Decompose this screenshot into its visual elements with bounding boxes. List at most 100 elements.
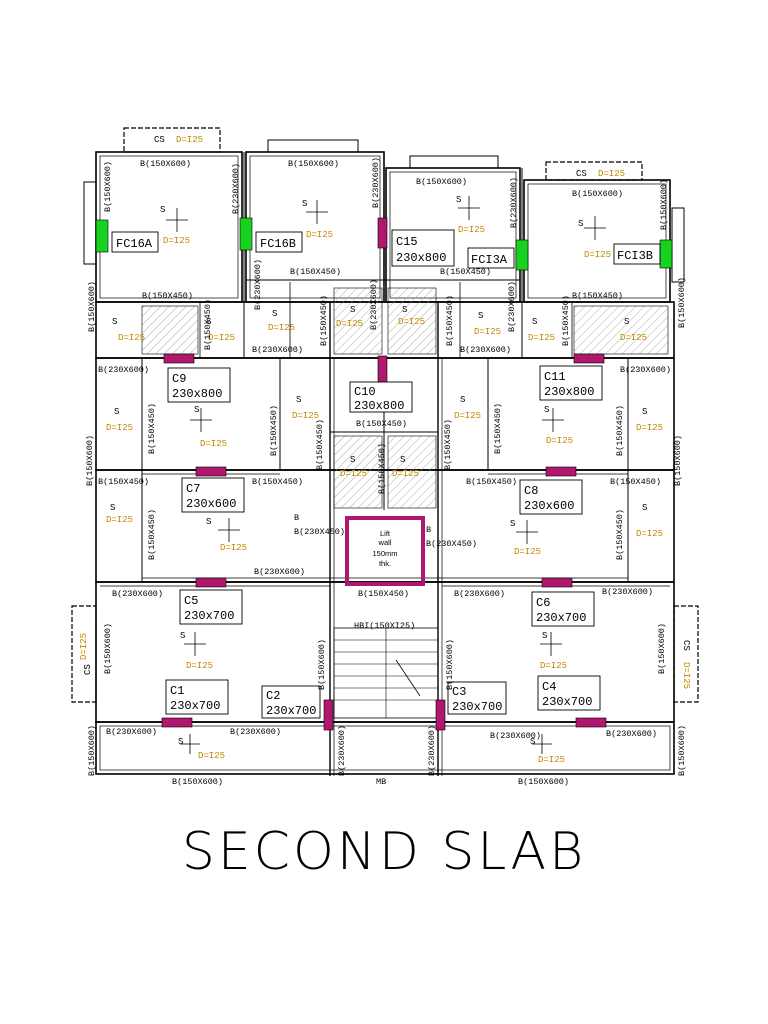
svg-text:230x600: 230x600 — [524, 499, 574, 513]
svg-text:B(150X450): B(150X450) — [147, 403, 157, 454]
svg-text:150mm: 150mm — [372, 549, 397, 558]
svg-text:B(230X450): B(230X450) — [294, 527, 345, 537]
svg-text:D=I25: D=I25 — [392, 469, 419, 479]
svg-text:D=I25: D=I25 — [474, 327, 501, 337]
svg-text:S: S — [206, 517, 211, 527]
svg-text:B(230X600): B(230X600) — [231, 163, 241, 214]
svg-text:B(230X600): B(230X600) — [112, 589, 163, 599]
svg-text:C9: C9 — [172, 372, 186, 386]
svg-text:B(230X600): B(230X600) — [254, 567, 305, 577]
svg-text:MB: MB — [376, 777, 386, 787]
svg-text:D=I25: D=I25 — [118, 333, 145, 343]
svg-text:B(150X600): B(150X600) — [416, 177, 467, 187]
svg-text:C2: C2 — [266, 689, 280, 703]
svg-text:S: S — [302, 199, 307, 209]
svg-text:S: S — [478, 311, 483, 321]
svg-text:D=I25: D=I25 — [268, 323, 295, 333]
svg-text:D=I25: D=I25 — [620, 333, 647, 343]
svg-text:S: S — [642, 503, 647, 513]
svg-text:B: B — [294, 513, 299, 523]
svg-text:HBI(150XI25): HBI(150XI25) — [354, 621, 415, 631]
svg-text:230x800: 230x800 — [172, 387, 222, 401]
svg-text:B(150X600): B(150X600) — [659, 179, 669, 230]
svg-text:D=I25: D=I25 — [636, 529, 663, 539]
svg-text:B(150X450): B(150X450) — [358, 589, 409, 599]
svg-text:B(150X450): B(150X450) — [615, 509, 625, 560]
svg-text:B(150X450): B(150X450) — [615, 405, 625, 456]
svg-text:S: S — [178, 737, 183, 747]
svg-text:B(150X600): B(150X600) — [103, 623, 113, 674]
svg-text:B(150X450): B(150X450) — [572, 291, 623, 301]
svg-text:D=I25: D=I25 — [200, 439, 227, 449]
svg-text:B(150X450): B(150X450) — [445, 295, 455, 346]
label-boxes — [111, 229, 661, 719]
svg-text:D=I25: D=I25 — [636, 423, 663, 433]
slab-s-labels: S S S S S S S S S S S S S S S S S S S S … — [110, 195, 647, 747]
svg-text:S: S — [544, 405, 549, 415]
svg-text:B(150X450): B(150X450) — [493, 403, 503, 454]
svg-text:Lift: Lift — [380, 529, 391, 538]
svg-text:D=I25: D=I25 — [208, 333, 235, 343]
svg-text:B(150X600): B(150X600) — [172, 777, 223, 787]
svg-text:D=I25: D=I25 — [398, 317, 425, 327]
svg-text:B(230X600): B(230X600) — [252, 345, 303, 355]
svg-text:B(150X600): B(150X600) — [87, 725, 97, 776]
svg-text:B(150X600): B(150X600) — [572, 189, 623, 199]
svg-text:B(150X450): B(150X450) — [252, 477, 303, 487]
svg-text:FC16A: FC16A — [116, 237, 153, 251]
svg-text:C11: C11 — [544, 370, 566, 384]
svg-text:B(150X450): B(150X450) — [203, 299, 213, 350]
svg-text:S: S — [160, 205, 165, 215]
cs-label: CS — [576, 169, 587, 179]
cs-label: CS — [83, 664, 93, 675]
svg-text:230x800: 230x800 — [544, 385, 594, 399]
svg-text:B(230X600): B(230X600) — [337, 725, 347, 776]
svg-text:D=I25: D=I25 — [198, 751, 225, 761]
svg-text:B(230X600): B(230X600) — [427, 725, 437, 776]
svg-text:D=I25: D=I25 — [340, 469, 367, 479]
column-labels: C15 230x800 C9 230x800 C10 230x800 C11 2… — [170, 235, 594, 718]
svg-text:B(150X600): B(150X600) — [518, 777, 569, 787]
svg-text:D=I25: D=I25 — [220, 543, 247, 553]
svg-text:C7: C7 — [186, 482, 200, 496]
svg-text:B(230X600): B(230X600) — [98, 365, 149, 375]
lift-wall — [345, 516, 425, 586]
svg-text:B(150X450): B(150X450) — [319, 295, 329, 346]
svg-text:B(150X600): B(150X600) — [87, 281, 97, 332]
svg-text:S: S — [206, 317, 211, 327]
svg-text:S: S — [194, 405, 199, 415]
svg-text:wall: wall — [378, 538, 392, 547]
svg-text:B(230X600): B(230X600) — [253, 259, 263, 310]
lift-label: Lift wall 150mm thk. — [372, 529, 397, 568]
svg-text:S: S — [112, 317, 117, 327]
svg-text:B(150X600): B(150X600) — [85, 435, 95, 486]
svg-text:S: S — [180, 631, 185, 641]
svg-text:D=I25: D=I25 — [292, 411, 319, 421]
svg-text:S: S — [642, 407, 647, 417]
svg-text:230x800: 230x800 — [354, 399, 404, 413]
svg-text:B(150X450): B(150X450) — [269, 405, 279, 456]
svg-text:230x700: 230x700 — [542, 695, 592, 709]
svg-text:D=I25: D=I25 — [458, 225, 485, 235]
svg-text:B(150X600): B(150X600) — [677, 277, 687, 328]
svg-text:B(230X600): B(230X600) — [602, 587, 653, 597]
svg-text:230x600: 230x600 — [186, 497, 236, 511]
svg-text:D=I25: D=I25 — [514, 547, 541, 557]
svg-text:B(230X600): B(230X600) — [369, 279, 379, 330]
svg-text:S: S — [350, 455, 355, 465]
svg-text:B(230X600): B(230X600) — [507, 281, 517, 332]
svg-text:D=I25: D=I25 — [528, 333, 555, 343]
svg-text:D=I25: D=I25 — [540, 661, 567, 671]
footing-markers — [95, 217, 673, 271]
svg-text:D=I25: D=I25 — [306, 230, 333, 240]
svg-text:S: S — [456, 195, 461, 205]
svg-text:D=I25: D=I25 — [163, 236, 190, 246]
drawing-title: SECOND SLAB — [181, 822, 587, 882]
svg-text:C1: C1 — [170, 684, 184, 698]
svg-text:S: S — [510, 519, 515, 529]
svg-text:230x700: 230x700 — [170, 699, 220, 713]
svg-text:B(150X450): B(150X450) — [466, 477, 517, 487]
slab-arrows — [166, 196, 606, 754]
svg-text:230x700: 230x700 — [452, 700, 502, 714]
svg-text:D=I25: D=I25 — [454, 411, 481, 421]
